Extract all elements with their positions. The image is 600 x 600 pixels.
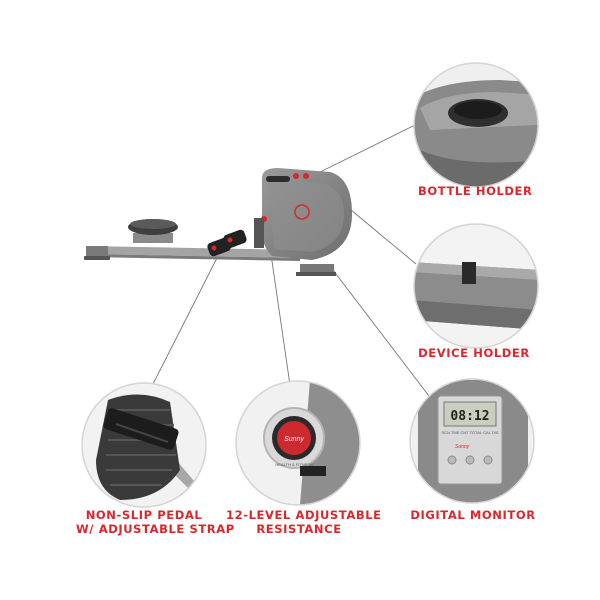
- monitor-post: [254, 218, 264, 248]
- resistance-label-line2: RESISTANCE: [256, 522, 342, 536]
- connector-line-pedal: [151, 255, 219, 387]
- connector-line-bottle: [311, 124, 416, 177]
- dial-ring-text: HEALTH & FITNESS: [275, 462, 313, 467]
- monitor-screen: [443, 401, 497, 427]
- monitor-button-1: [447, 455, 457, 465]
- seat-base: [133, 233, 173, 243]
- device-holder-circle: [413, 223, 539, 349]
- monitor-button-2: [465, 455, 475, 465]
- housing-logo-swirl: [294, 204, 310, 220]
- dial-brand: Sunny: [284, 436, 304, 443]
- device-holder-slot: [462, 262, 476, 284]
- rear-foot: [86, 246, 108, 258]
- front-stabilizer: [300, 264, 334, 274]
- monitor-mode-text: SCN TME CNT TOTAL CAL DIS: [441, 430, 498, 435]
- monitor-display: 08:12: [450, 409, 489, 424]
- connector-line-monitor: [332, 269, 433, 401]
- monitor-button-3: [483, 455, 493, 465]
- monitor-brand: Sunny: [455, 444, 470, 450]
- connector-lines: [151, 124, 433, 401]
- bottle-holder-circle: [413, 62, 539, 188]
- pedal-circle: [81, 382, 207, 508]
- pedal-label: NON-SLIP PEDAL W/ ADJUSTABLE STRAP: [76, 508, 235, 536]
- pedal-label-line2: W/ ADJUSTABLE STRAP: [76, 522, 235, 536]
- resistance-label: 12-LEVEL ADJUSTABLE RESISTANCE: [226, 508, 382, 536]
- resistance-label-line1: 12-LEVEL ADJUSTABLE: [226, 508, 382, 522]
- rowing-machine: [84, 168, 352, 276]
- handlebar: [266, 176, 290, 182]
- marker-device: [293, 173, 299, 179]
- foot-pedals: [207, 229, 247, 257]
- bottle-holder-label: BOTTLE HOLDER: [418, 184, 533, 198]
- digital-monitor-label: DIGITAL MONITOR: [410, 508, 536, 522]
- marker-bottle: [303, 173, 309, 179]
- resistance-circle: Sunny HEALTH & FITNESS: [235, 380, 361, 506]
- pedal-label-line1: NON-SLIP PEDAL: [85, 508, 203, 522]
- digital-monitor-circle: 08:12 SCN TME CNT TOTAL CAL DIS Sunny: [409, 378, 535, 504]
- device-holder-label: DEVICE HOLDER: [418, 346, 530, 360]
